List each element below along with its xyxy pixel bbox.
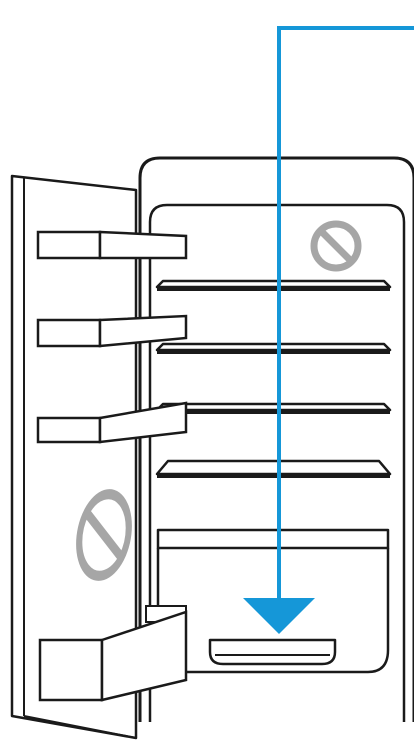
drawer-lid — [156, 528, 390, 550]
prohibited-icon — [310, 220, 362, 272]
shelf-3 — [155, 402, 392, 414]
fridge-door — [10, 174, 138, 740]
prohibited-icon — [76, 489, 132, 581]
shelves — [155, 279, 392, 478]
door-bin-2 — [36, 314, 188, 348]
door-edge-bottom — [23, 715, 137, 739]
door-bins — [36, 230, 188, 702]
door-bin-3 — [36, 401, 188, 444]
door-bin-4 — [38, 605, 188, 702]
shelf-2 — [155, 342, 392, 354]
crisper-drawer — [156, 528, 390, 674]
shelf-1 — [155, 279, 392, 291]
arrow-down-icon — [243, 26, 414, 634]
food-container — [208, 638, 337, 666]
shelf-4 — [155, 459, 392, 478]
door-bin-1 — [36, 230, 188, 260]
